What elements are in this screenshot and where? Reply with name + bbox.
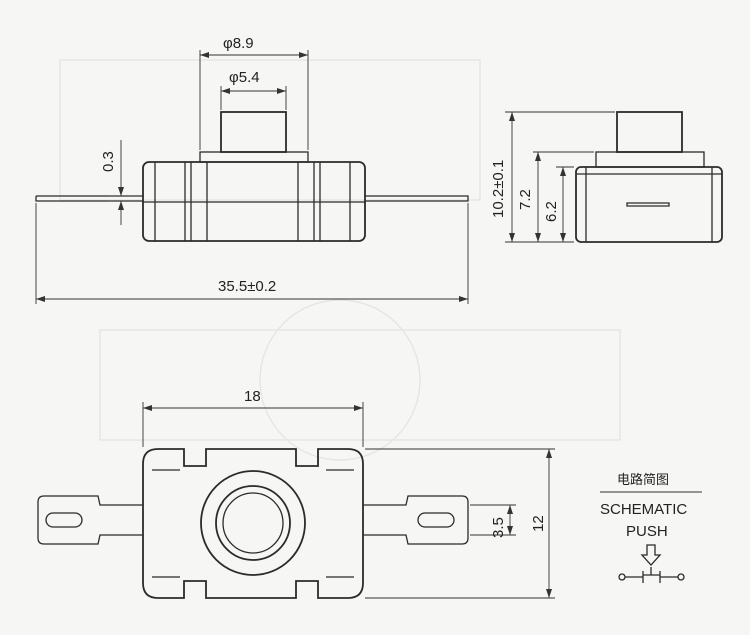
plan-view: 18 12 3.5 <box>37 388 555 599</box>
left-terminal <box>37 495 143 545</box>
push-label: PUSH <box>626 523 668 540</box>
side-details <box>576 167 722 242</box>
outer-dia-label: φ8.9 <box>223 35 254 52</box>
terminal-thickness-label: 0.3 <box>100 151 117 172</box>
body-slots <box>143 162 365 241</box>
switch-symbol-icon <box>618 567 685 583</box>
inner-dia-label: φ5.4 <box>229 69 260 86</box>
button-stem <box>220 111 287 153</box>
button-inner-circle <box>222 492 284 554</box>
button-collar <box>199 151 309 163</box>
height-7-2-label: 7.2 <box>517 189 534 210</box>
height-6-2-label: 6.2 <box>543 201 560 222</box>
side-view: 10.2±0.1 7.2 6.2 <box>490 111 723 243</box>
plan-body <box>142 448 364 599</box>
total-height-label: 10.2±0.1 <box>490 160 507 218</box>
right-terminal-hole <box>417 512 455 528</box>
schematic-legend: 电路简图 SCHEMATIC PUSH <box>600 472 702 583</box>
side-stem <box>616 111 683 153</box>
terminal-pitch-label: 3.5 <box>490 517 507 538</box>
button-mid-circle <box>215 485 291 561</box>
right-terminal <box>363 495 469 545</box>
plan-inner-outline <box>152 469 354 578</box>
schematic-title-en: SCHEMATIC <box>600 501 687 518</box>
total-length-label: 35.5±0.2 <box>218 278 276 295</box>
body-height-label: 12 <box>530 515 547 532</box>
left-terminal-hole <box>45 512 83 528</box>
body-width-label: 18 <box>244 388 261 405</box>
side-collar <box>595 151 705 168</box>
ghost-background <box>59 59 621 461</box>
button-outer-circle <box>200 470 306 576</box>
schematic-title-cn: 电路简图 <box>617 472 669 487</box>
front-view: φ8.9 φ5.4 0.3 35.5±0.2 <box>35 35 469 304</box>
side-body <box>575 166 723 243</box>
push-arrow-icon <box>640 544 662 566</box>
